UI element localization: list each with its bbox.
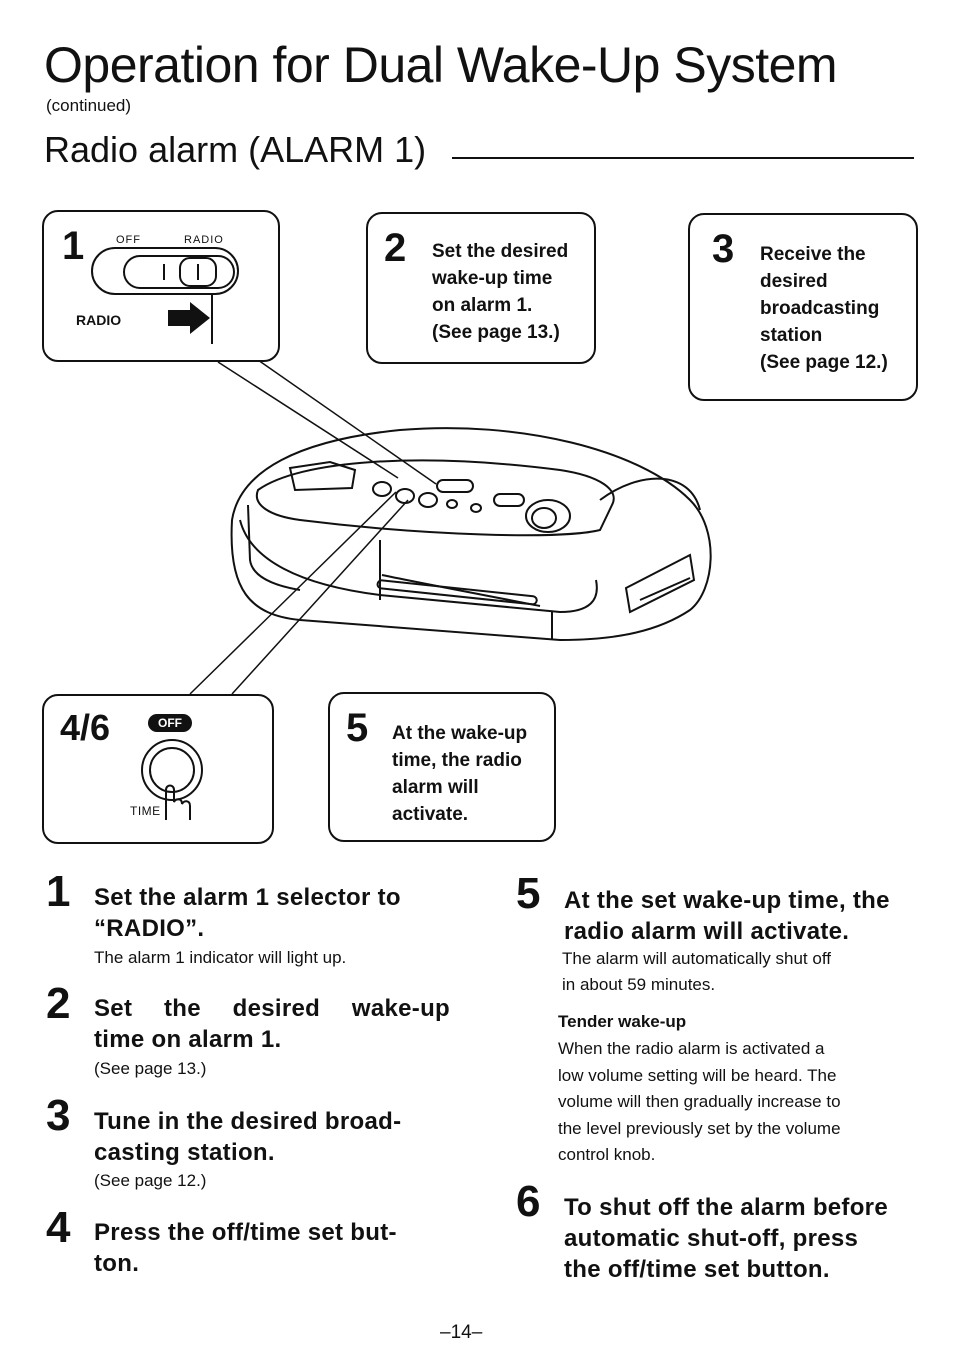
callout-4-6: 4/6 OFF TIME	[42, 694, 274, 844]
step-3-note: (See page 12.)	[94, 1171, 207, 1190]
switch-off-label: OFF	[116, 234, 141, 246]
step-1-heading: Set the alarm 1 selector to “RADIO”.	[94, 884, 401, 942]
callout-5-number: 5	[346, 706, 369, 750]
callout-3: 3 Receive the desired broadcasting stati…	[688, 213, 918, 401]
step-3-number: 3	[46, 1091, 71, 1140]
page-number: –14–	[440, 1322, 483, 1343]
callout-1-number: 1	[62, 224, 85, 268]
step-5-number: 5	[516, 869, 541, 918]
callout-2-number: 2	[384, 226, 407, 270]
tender-wakeup-heading: Tender wake-up	[558, 1012, 687, 1031]
step-4-number: 4	[46, 1203, 71, 1252]
continued-label: (continued)	[46, 96, 132, 115]
alarm-selector-switch-icon	[91, 247, 239, 344]
callout-3-text: Receive the desired broadcasting station…	[760, 244, 888, 373]
step-5-heading: At the set wake-up time, the radio alarm…	[564, 887, 890, 945]
step-2-number: 2	[46, 979, 71, 1028]
section-rule	[452, 157, 914, 159]
step-2-note: (See page 13.)	[94, 1059, 207, 1078]
step-5-note: The alarm will automatically shut off in…	[562, 949, 831, 994]
time-label: TIME	[130, 804, 161, 818]
callout-4-6-number: 4/6	[60, 707, 111, 748]
callout-1: 1 OFF RADIO RADIO	[42, 210, 280, 362]
callout-2: 2 Set the desired wake-up time on alarm …	[366, 212, 596, 364]
step-4-heading: Press the off/time set but- ton.	[94, 1219, 397, 1277]
tender-wakeup-body: When the radio alarm is activated a low …	[558, 1039, 841, 1164]
section-title: Radio alarm (ALARM 1)	[44, 129, 427, 170]
step-6-heading: To shut off the alarm before automatic s…	[564, 1194, 888, 1283]
callout-5: 5 At the wake-up time, the radio alarm w…	[328, 692, 556, 842]
step-6-number: 6	[516, 1177, 541, 1226]
callout-5-text: At the wake-up time, the radio alarm wil…	[392, 723, 528, 825]
page-title: Operation for Dual Wake-Up System	[44, 37, 838, 93]
switch-radio-label: RADIO	[184, 234, 224, 246]
step-2-heading: Set the desired wake-up time on alarm 1.	[94, 995, 450, 1053]
radio-arrow-label: RADIO	[76, 312, 122, 328]
step-1-number: 1	[46, 867, 71, 916]
off-button-badge: OFF	[148, 714, 192, 732]
step-1-note: The alarm 1 indicator will light up.	[94, 948, 347, 967]
callout-2-text: Set the desired wake-up time on alarm 1.…	[432, 241, 569, 343]
callout-3-number: 3	[712, 227, 735, 271]
step-3-heading: Tune in the desired broad- casting stati…	[94, 1108, 402, 1166]
off-time-set-button-icon	[141, 739, 203, 820]
